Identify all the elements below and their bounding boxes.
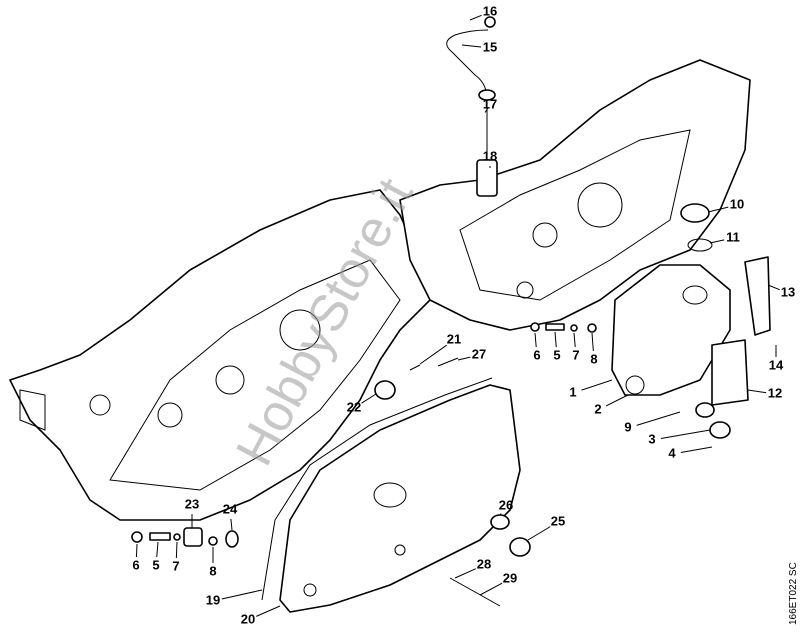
callout-label-28: 28 [477,556,491,571]
callout-label-20: 20 [241,611,255,626]
callout-label-3: 3 [648,431,655,446]
leader-line [707,206,729,213]
callout-label-19: 19 [206,592,220,607]
callout-label-29: 29 [503,570,517,585]
leader-line [479,582,503,596]
leader-line [454,568,476,579]
callout-label-1: 1 [569,384,576,399]
callout-label-9: 9 [624,419,631,434]
leader-line [554,331,557,348]
callout-label-8a: 8 [590,351,597,366]
callout-label-7a: 7 [572,347,579,362]
leader-line [469,14,482,21]
leader-line [230,518,233,531]
callout-label-5a: 5 [553,347,560,362]
callout-label-6b: 6 [132,557,139,572]
callout-label-22: 22 [347,399,361,414]
leader-line [605,394,629,407]
leader-line [534,332,537,348]
leader-line [484,107,489,113]
leader-line [175,541,178,559]
fuel-hose-and-filter [446,16,498,197]
leader-line [709,239,725,244]
leader-line [156,541,159,558]
leader-line [660,429,711,439]
callout-label-6a: 6 [533,347,540,362]
callout-label-12: 12 [768,385,782,400]
leader-line [461,44,482,48]
leader-line [573,332,576,348]
callout-label-17: 17 [483,96,497,111]
leader-line [419,344,447,365]
callout-label-11: 11 [726,229,740,244]
callout-label-2: 2 [594,401,601,416]
leader-line [636,411,681,426]
callout-label-8b: 8 [209,563,216,578]
leader-line [221,589,263,600]
callout-label-23: 23 [185,496,199,511]
leader-line [680,446,713,453]
leader-line [591,332,594,352]
leader-line [135,543,138,558]
small-hardware [131,322,597,548]
callout-label-24: 24 [223,501,238,516]
leader-line [361,393,377,404]
callout-label-21: 21 [447,331,461,346]
callout-label-7b: 7 [172,558,179,573]
callout-label-27: 27 [472,346,486,361]
drawing-code: 166ET022 SC [788,562,799,625]
callout-label-25: 25 [551,513,565,528]
callout-label-5b: 5 [152,557,159,572]
callout-label-14: 14 [769,357,784,372]
leader-line [747,389,767,394]
crankcase-cover [261,357,531,613]
leader-line [256,605,281,617]
leader-line [767,284,780,291]
leader-line [499,513,502,516]
leader-line [457,356,471,361]
crankcase-left [9,189,431,521]
crankcase-right [399,59,751,331]
callout-label-15: 15 [483,39,497,54]
callout-label-10: 10 [730,196,744,211]
callout-label-4: 4 [668,445,676,460]
clutch-cover [611,203,771,439]
callout-label-26: 26 [499,497,513,512]
callout-label-16: 16 [483,3,497,18]
leader-line [581,379,613,391]
callout-label-13: 13 [781,284,795,299]
callout-label-18: 18 [483,148,497,163]
leader-line [527,526,551,541]
